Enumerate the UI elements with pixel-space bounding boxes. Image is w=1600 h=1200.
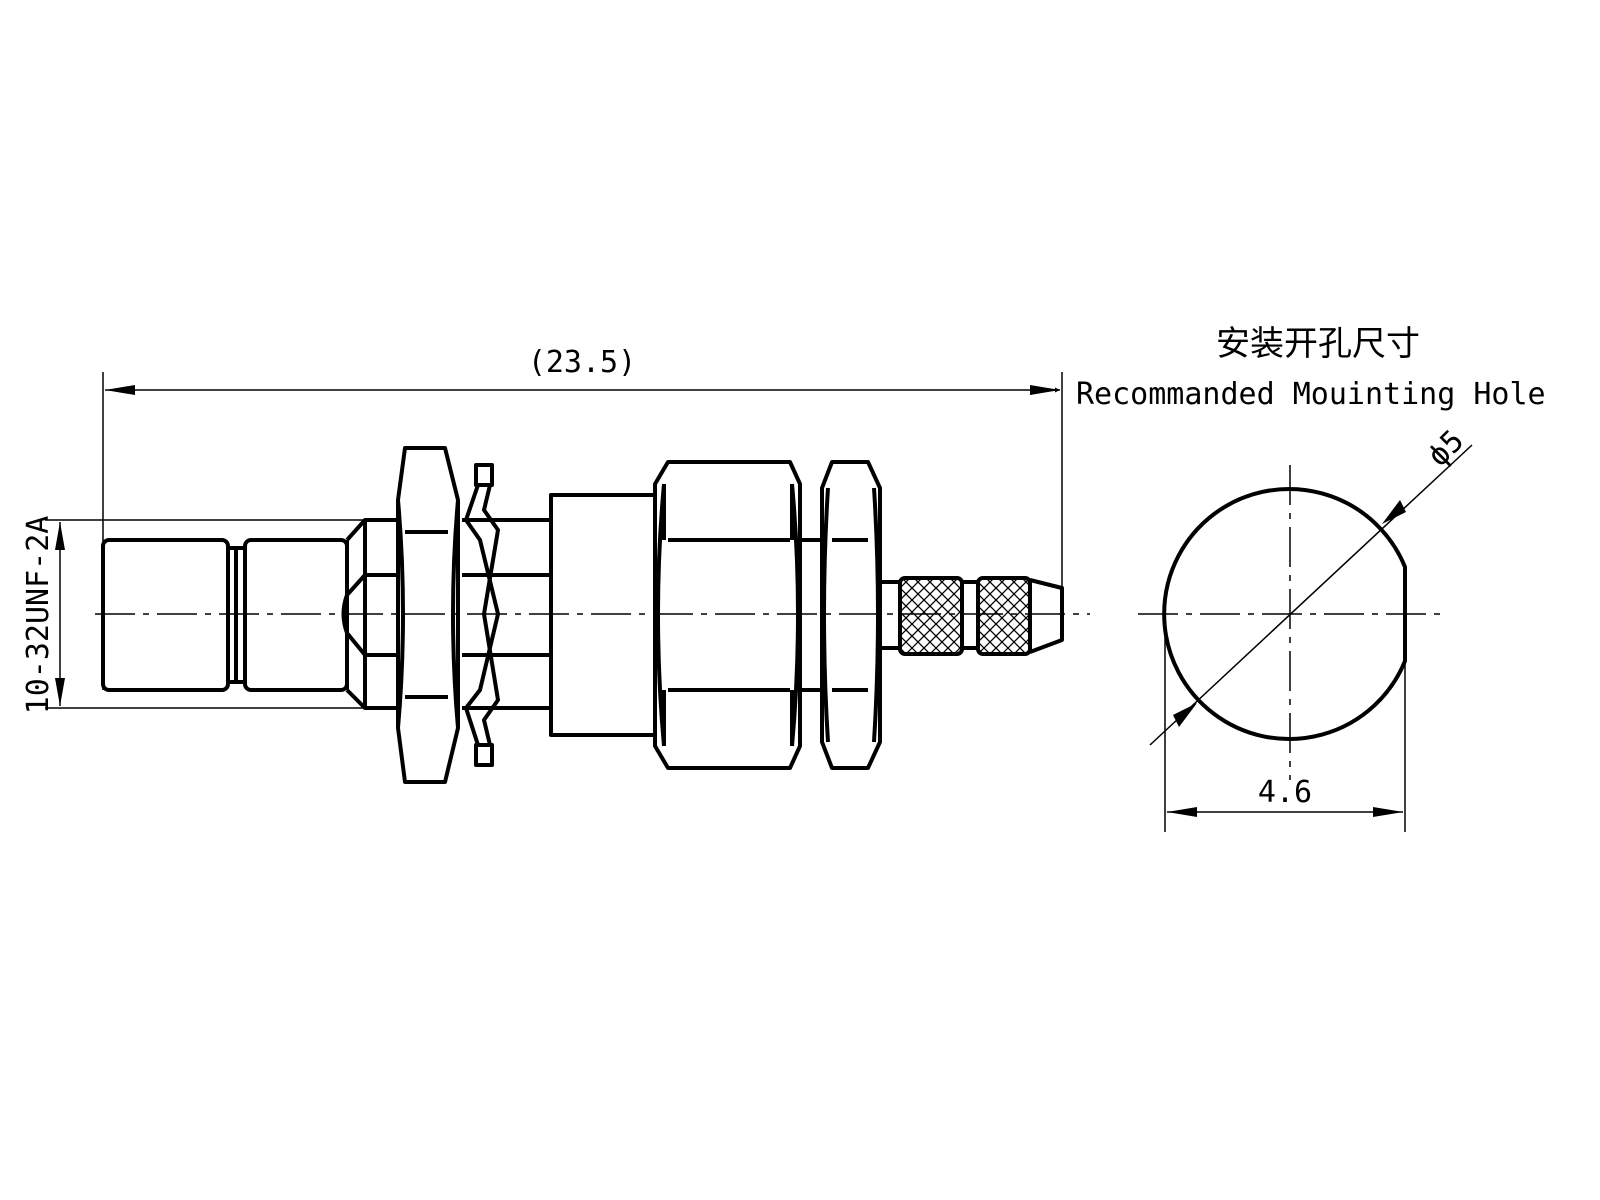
hole-title-en: Recommanded Mouinting Hole bbox=[1076, 377, 1546, 412]
thread-dimension: 10-32UNF-2A bbox=[21, 516, 365, 715]
hole-flat-width-label: 4.6 bbox=[1258, 775, 1312, 810]
hole-diameter-label: ϕ5 bbox=[1421, 423, 1471, 473]
overall-length-dimension: (23.5) bbox=[102, 345, 1063, 690]
knurled-ferrule bbox=[898, 576, 964, 656]
overall-length-label: (23.5) bbox=[528, 345, 636, 380]
connector-side-view bbox=[95, 446, 1090, 784]
thread-spec-label: 10-32UNF-2A bbox=[21, 516, 56, 715]
mounting-hole-view: 安装开孔尺寸 Recommanded Mouinting Hole ϕ5 4.6 bbox=[1076, 324, 1546, 832]
hole-title-cn: 安装开孔尺寸 bbox=[1216, 324, 1420, 364]
